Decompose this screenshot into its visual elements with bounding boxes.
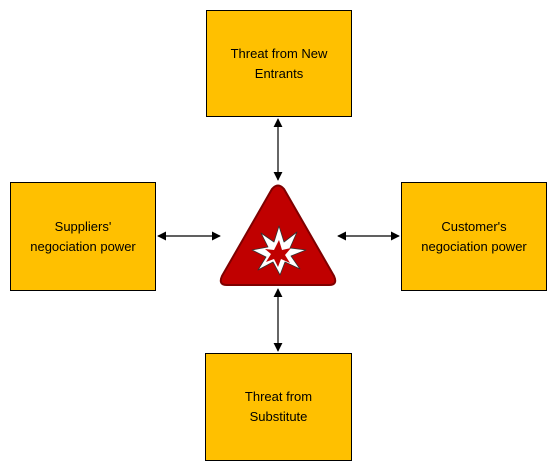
threat-new-entrants-box: Threat from New Entrants: [206, 10, 352, 117]
threat-new-entrants-label: Threat from New Entrants: [230, 45, 328, 81]
explosion-core: [265, 240, 291, 267]
suppliers-power-label: Suppliers' negociation power: [30, 218, 136, 254]
explosion-warning-icon: [219, 184, 337, 286]
customers-power-label: Customer's negociation power: [421, 218, 527, 254]
threat-substitute-box: Threat from Substitute: [205, 353, 352, 461]
threat-substitute-label: Threat from Substitute: [244, 389, 313, 424]
suppliers-power-box: Suppliers' negociation power: [10, 182, 156, 291]
customers-power-box: Customer's negociation power: [401, 182, 547, 291]
